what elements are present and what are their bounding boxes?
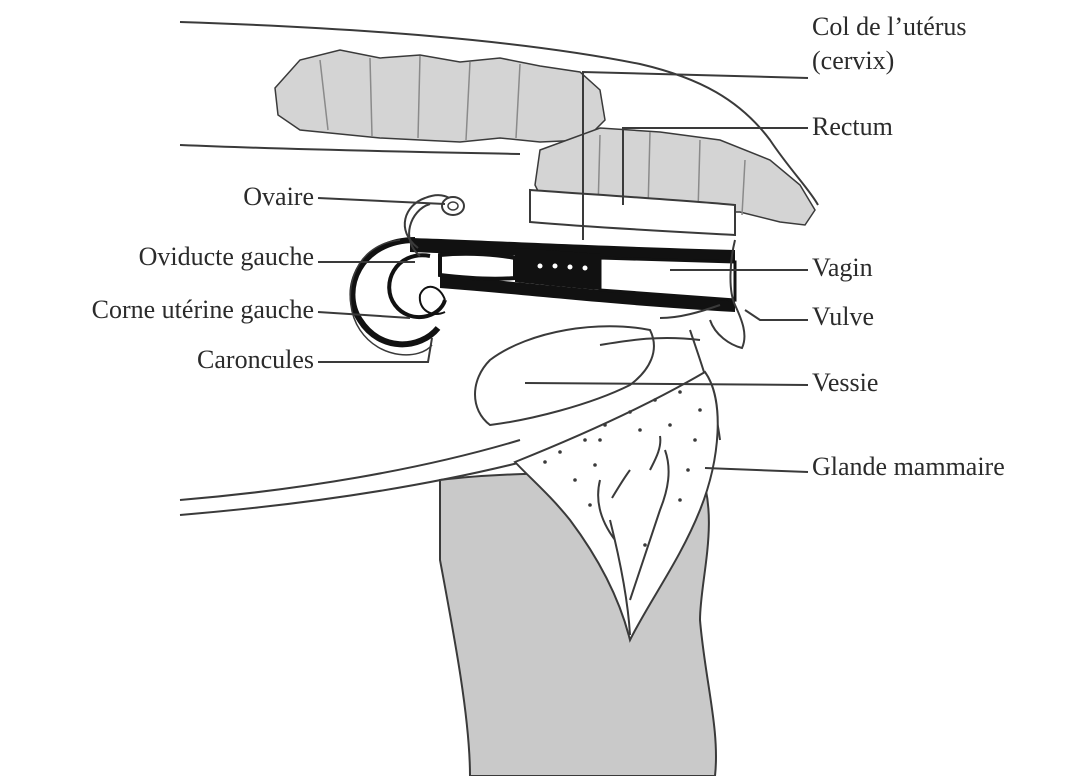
label-ovaire: Ovaire	[243, 182, 314, 212]
label-oviducte-gauche: Oviducte gauche	[139, 242, 314, 272]
label-col-uterus: Col de l’utérus	[812, 12, 967, 42]
label-cervix: (cervix)	[812, 46, 894, 76]
label-vulve: Vulve	[812, 302, 874, 332]
label-corne-uterine-gauche: Corne utérine gauche	[92, 295, 314, 325]
label-vessie: Vessie	[812, 368, 878, 398]
label-glande-mammaire: Glande mammaire	[812, 452, 1005, 482]
label-caroncules: Caroncules	[197, 345, 314, 375]
label-vagin: Vagin	[812, 253, 873, 283]
label-rectum: Rectum	[812, 112, 893, 142]
